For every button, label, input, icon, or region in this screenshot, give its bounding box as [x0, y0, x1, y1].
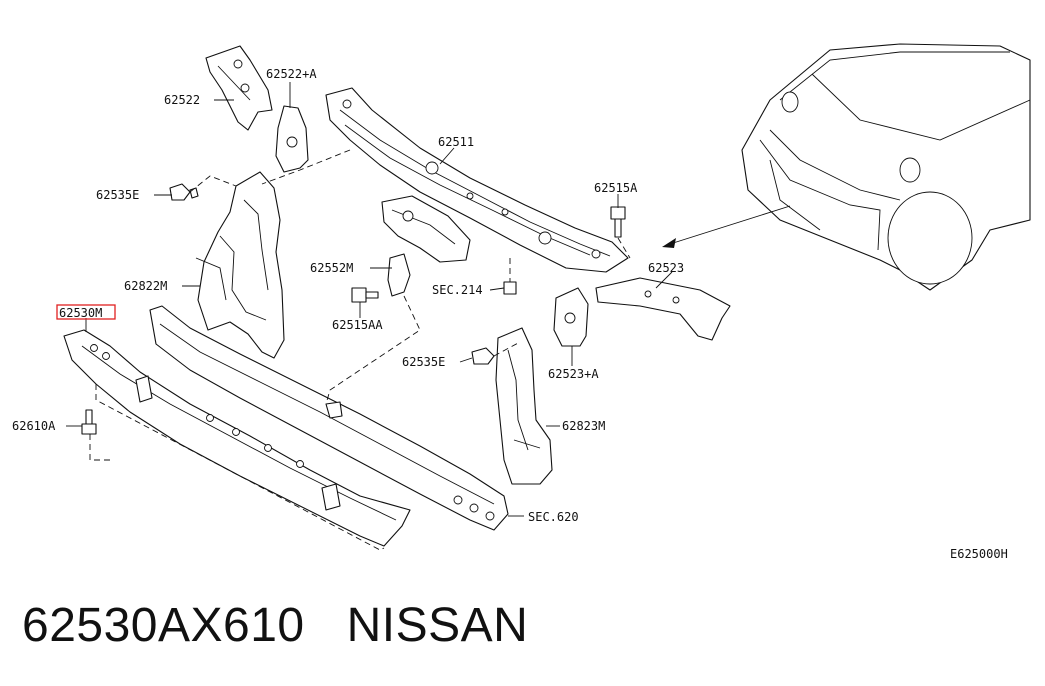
assembly-dashed-lines — [89, 149, 631, 551]
part-title-bar: 62530AX610 NISSAN — [22, 598, 528, 658]
clip-62535e-mid — [471, 347, 495, 365]
label-62523[interactable]: 62523 — [648, 261, 684, 275]
label-62823m[interactable]: 62823M — [562, 419, 605, 433]
leader-lines — [66, 82, 673, 517]
label-62822m[interactable]: 62822M — [124, 279, 167, 293]
lower-crossmember-part — [149, 305, 509, 531]
label-62523a[interactable]: 62523+A — [548, 367, 599, 381]
location-arrow — [662, 205, 791, 248]
diagram-code: E625000H — [950, 547, 1008, 561]
label-62535e-left[interactable]: 62535E — [96, 188, 139, 202]
label-sec214[interactable]: SEC.214 — [432, 283, 483, 297]
lower-core-support-62530m-part — [63, 329, 411, 547]
bolt-62515aa — [351, 287, 379, 303]
part-labels: 62522 62522+A 62511 62535E 62515A 62552M… — [12, 67, 1008, 561]
brand-name: NISSAN — [346, 599, 529, 652]
bracket-62522-part — [205, 45, 273, 131]
label-sec620[interactable]: SEC.620 — [528, 510, 579, 524]
bracket-62523a-part — [553, 287, 589, 347]
upper-core-support-part — [325, 87, 629, 273]
vehicle-location-inset — [741, 43, 1031, 291]
label-62535e-mid[interactable]: 62535E — [402, 355, 445, 369]
label-62522[interactable]: 62522 — [164, 93, 200, 107]
bolt-62515a — [610, 206, 626, 238]
label-62515a[interactable]: 62515A — [594, 181, 638, 195]
label-62511[interactable]: 62511 — [438, 135, 474, 149]
label-62515aa[interactable]: 62515AA — [332, 318, 383, 332]
label-62522a[interactable]: 62522+A — [266, 67, 317, 81]
clip-62535e-left — [169, 183, 199, 201]
bolt-62610a — [81, 409, 97, 435]
label-62610a[interactable]: 62610A — [12, 419, 56, 433]
side-panel-62822m-part — [195, 171, 285, 359]
hood-lock-bracket-part — [381, 195, 471, 297]
highlight-box — [56, 304, 116, 320]
side-panel-62823m-part — [495, 327, 553, 485]
nut-sec214 — [503, 281, 517, 295]
label-62552m[interactable]: 62552M — [310, 261, 353, 275]
bracket-62522a-part — [275, 105, 309, 173]
part-number: 62530AX610 — [22, 599, 305, 652]
bracket-62523-part — [595, 277, 731, 341]
label-62530m[interactable]: 62530M — [59, 306, 102, 320]
parts-diagram: 62522 62522+A 62511 62535E 62515A 62552M… — [12, 43, 1031, 561]
